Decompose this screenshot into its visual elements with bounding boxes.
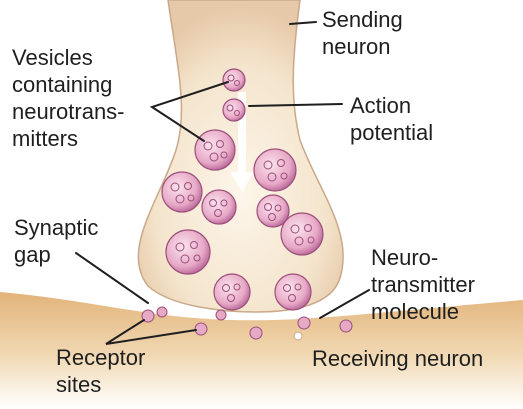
label-line: neurotrans- <box>12 99 125 124</box>
vesicle <box>194 129 236 171</box>
label-line: Synaptic <box>14 215 99 240</box>
label-action-potential: Action potential <box>350 92 433 146</box>
label-line: transmitter <box>371 272 475 297</box>
vesicle <box>201 189 237 225</box>
vesicle <box>213 273 251 311</box>
label-sending-neuron: Sending neuron <box>322 6 403 60</box>
molecule <box>194 322 208 336</box>
molecule <box>249 326 263 340</box>
molecule <box>156 306 168 318</box>
leader-vesicles <box>149 81 229 142</box>
label-line: molecule <box>371 299 460 324</box>
label-line: mitters <box>12 126 78 151</box>
label-line: sites <box>56 372 102 397</box>
leader-synaptic-gap <box>75 252 149 304</box>
leader-molecule <box>319 289 370 319</box>
vesicle <box>253 148 297 192</box>
label-line: containing <box>12 72 113 97</box>
label-line: Receiving neuron <box>312 346 484 371</box>
label-line: Receptor <box>56 345 146 370</box>
molecule <box>297 316 311 330</box>
label-line: Sending <box>322 7 403 32</box>
label-receptor-sites: Receptor sites <box>56 344 145 398</box>
label-line: neuron <box>322 34 391 59</box>
label-neurotransmitter-molecule: Neuro- transmitter molecule <box>371 244 475 325</box>
label-line: Action <box>350 93 412 118</box>
leader-sending-neuron <box>289 21 317 25</box>
label-receiving-neuron: Receiving neuron <box>312 345 483 372</box>
leader-action-potential <box>248 103 343 107</box>
receiving-neuron <box>0 292 523 409</box>
molecule <box>293 331 303 341</box>
label-vesicles: Vesicles containing neurotrans- mitters <box>12 44 125 152</box>
label-line: gap <box>14 242 51 267</box>
vesicle <box>280 212 324 256</box>
vesicle <box>274 273 312 311</box>
vesicle-group <box>161 68 324 311</box>
leader-receptor-sites <box>105 319 197 345</box>
molecule <box>141 309 155 323</box>
label-line: Neuro- <box>371 245 439 270</box>
vesicle <box>222 68 246 92</box>
neurotransmitter-molecules <box>141 306 353 341</box>
molecule <box>339 319 353 333</box>
molecule <box>215 309 227 321</box>
vesicle <box>256 194 290 228</box>
vesicle <box>222 98 246 122</box>
vesicle <box>161 171 203 213</box>
label-line: potential <box>350 120 434 145</box>
label-synaptic-gap: Synaptic gap <box>14 214 98 268</box>
label-line: Vesicles <box>12 45 93 70</box>
vesicle <box>165 229 211 275</box>
action-potential-arrow <box>230 92 254 192</box>
